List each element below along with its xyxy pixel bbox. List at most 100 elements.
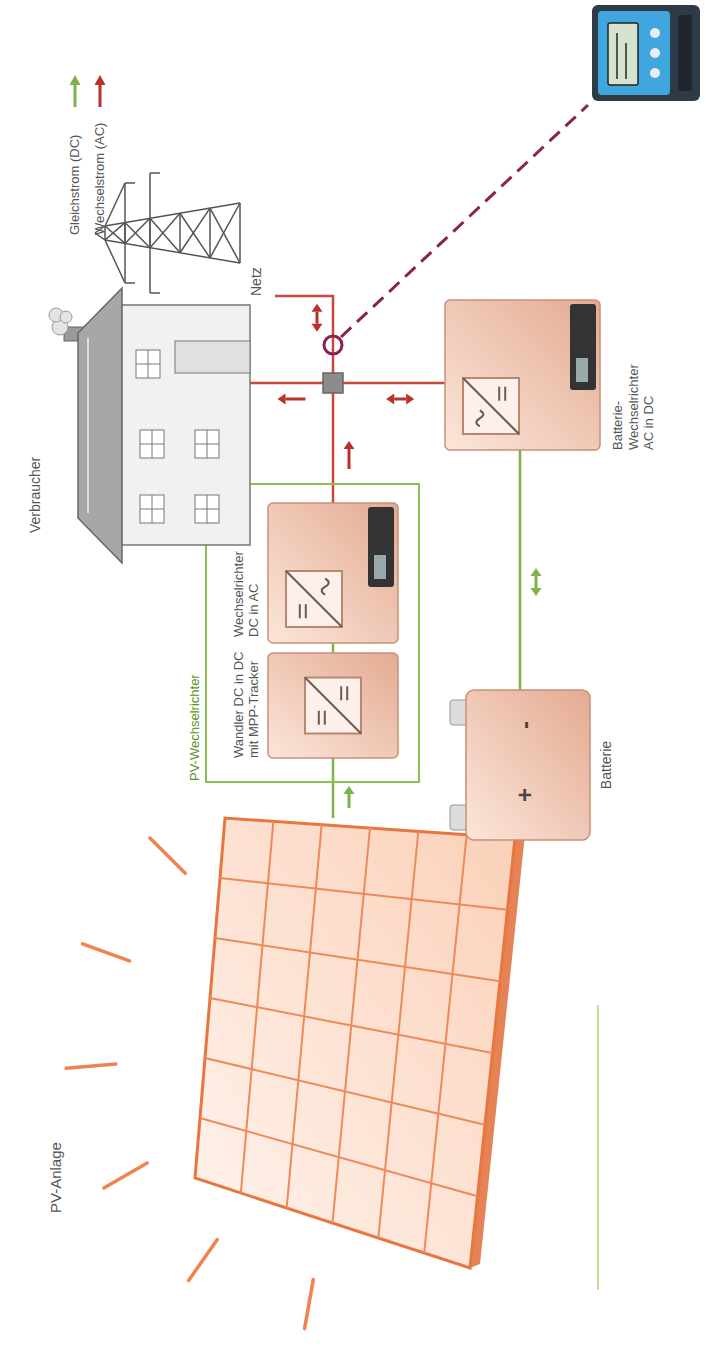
window xyxy=(195,495,219,523)
flow-arrow xyxy=(348,449,351,469)
tower-strut xyxy=(150,292,160,294)
legend-ac-arrow xyxy=(99,84,102,107)
ac-symbol xyxy=(322,579,329,595)
meter-display-line xyxy=(616,33,618,79)
energy-meter xyxy=(592,5,700,101)
tower-strut xyxy=(180,213,210,258)
rule-line xyxy=(597,1005,599,1290)
meter-display-line xyxy=(625,43,627,79)
connector-group xyxy=(250,383,355,503)
legend-dc-arrowhead xyxy=(70,75,81,85)
meter-button xyxy=(650,28,660,38)
ac-symbol xyxy=(476,410,483,426)
pv-panel-art xyxy=(190,818,520,1273)
flow-arrow xyxy=(286,398,306,401)
house-wall xyxy=(120,305,250,545)
flow-arrowhead xyxy=(406,394,414,405)
meter-front xyxy=(598,11,670,95)
window-bars xyxy=(140,430,164,458)
connector-line xyxy=(250,383,333,503)
control-display xyxy=(374,555,386,579)
tower-strut xyxy=(239,203,241,263)
node-label: Batterie xyxy=(598,741,615,789)
converter-symbol-diagonal xyxy=(463,378,519,434)
sun-ray xyxy=(83,944,130,961)
connector-group xyxy=(275,296,445,405)
converter-symbol-frame xyxy=(286,571,342,627)
converter-symbol-frame xyxy=(463,378,519,434)
label-box: Batterie-Wechselrichter AC in DC xyxy=(610,350,657,450)
flow-arrowhead xyxy=(386,394,394,405)
battery-body xyxy=(466,690,590,840)
panel-grid-line xyxy=(424,835,467,1253)
panel-grid-line xyxy=(215,938,500,981)
connector-line xyxy=(519,450,522,690)
legend-item: Gleichstrom (DC) xyxy=(67,135,83,235)
meter-button xyxy=(650,68,660,78)
flow-arrow xyxy=(316,312,319,324)
battery: Batterie xyxy=(450,690,590,840)
window xyxy=(136,350,160,378)
label-box: PV-Anlage xyxy=(47,1142,65,1213)
window xyxy=(195,430,219,458)
flow-arrowhead xyxy=(344,786,355,794)
node-label: Batterie-Wechselrichter AC in DC xyxy=(610,350,657,450)
legend-dc-arrow xyxy=(74,84,77,107)
legend-text: Wechselstrom (AC) xyxy=(92,123,108,235)
measuring-point xyxy=(324,336,342,354)
window xyxy=(140,430,164,458)
panel-grid-line xyxy=(378,831,418,1238)
dc-converter: Wandler DC in DC mit MPP-Tracker xyxy=(268,653,398,758)
dc-symbol xyxy=(341,686,347,700)
panel-grid-line xyxy=(333,828,371,1223)
panel-face xyxy=(195,818,515,1268)
house-art xyxy=(50,288,250,563)
connector-group xyxy=(520,450,542,690)
junction-box xyxy=(323,373,343,393)
tower-strut xyxy=(125,223,150,248)
dc-converter-art xyxy=(268,653,398,758)
tower-strut xyxy=(125,218,150,243)
flow-arrowhead xyxy=(312,304,323,312)
tower-strut xyxy=(150,172,160,174)
label-box: Wechselrichter DC in AC xyxy=(231,537,262,637)
house-roof xyxy=(78,288,122,563)
legend-ac-arrowhead xyxy=(95,75,106,85)
house: Verbraucher xyxy=(50,288,250,563)
tower-strut xyxy=(124,183,126,283)
connector-line xyxy=(275,296,445,383)
legend-item: Wechselstrom (AC) xyxy=(92,123,108,235)
tower-strut xyxy=(105,226,125,243)
meter-terminals xyxy=(678,15,692,91)
tower-strut xyxy=(125,282,135,284)
window xyxy=(140,495,164,523)
pv-panel: PV-Anlage xyxy=(190,818,520,1273)
flow-arrow xyxy=(535,576,538,588)
node-label: PV-Wechselrichter xyxy=(187,674,203,781)
roof-ridge xyxy=(87,338,89,513)
tower-strut xyxy=(125,182,135,184)
battery-inverter-art xyxy=(445,300,600,450)
battery-inverter: Batterie-Wechselrichter AC in DC xyxy=(445,300,600,450)
sun-ray xyxy=(66,1064,116,1068)
flow-arrow xyxy=(348,794,351,808)
terminal-mark: + xyxy=(511,788,540,802)
node-label: Wandler DC in DC mit MPP-Tracker xyxy=(231,646,262,758)
tower-strut xyxy=(105,223,125,240)
control-panel xyxy=(368,507,394,587)
meter-body xyxy=(592,5,700,101)
meter-display xyxy=(608,23,638,85)
node-label: PV-Anlage xyxy=(47,1142,65,1213)
label-box: Batterie xyxy=(598,741,615,789)
tower-strut xyxy=(179,213,181,253)
sun-ray xyxy=(189,1240,218,1281)
panel-grid-line xyxy=(220,878,508,910)
flow-arrowhead xyxy=(344,441,355,449)
terminal-mark: - xyxy=(511,721,540,729)
label-box: Wandler DC in DC mit MPP-Tracker xyxy=(231,646,262,758)
polarity-label: + xyxy=(511,788,540,802)
window-bars xyxy=(136,350,160,378)
label-box: Netz xyxy=(248,267,265,296)
label-box: PV-Wechselrichter xyxy=(187,674,203,781)
